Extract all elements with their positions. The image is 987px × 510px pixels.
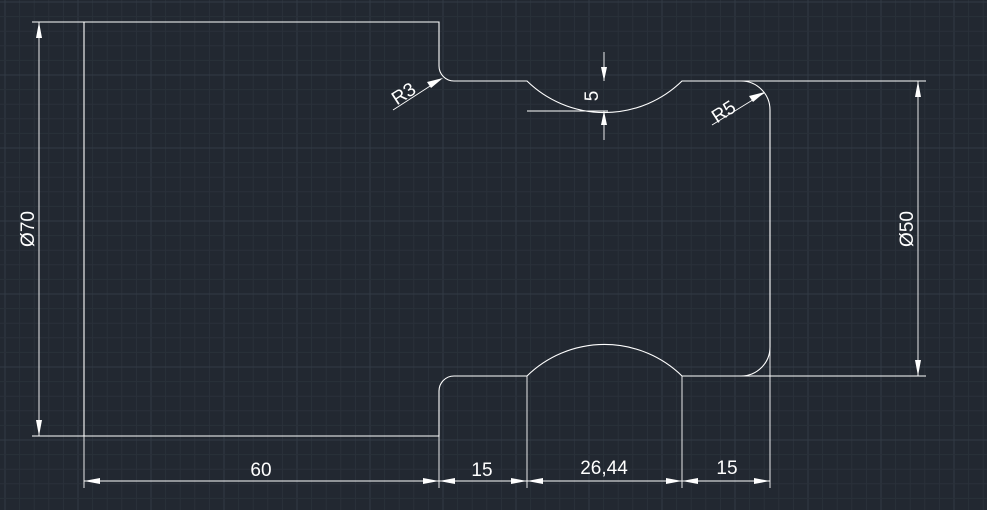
dimension-dia-50: Ø50 (741, 80, 926, 377)
arrowhead (439, 478, 455, 484)
dimension-depth-5: 5 (527, 52, 608, 140)
horizontal-extension-lines (83, 347, 771, 488)
arrowhead (36, 22, 42, 38)
arrowhead (84, 478, 100, 484)
arrowhead (682, 478, 698, 484)
dimension-text: Ø70 (18, 211, 39, 247)
arrowhead (427, 78, 443, 88)
dimension-length-15-right: 15 (682, 458, 770, 484)
dimension-length-60: 60 (84, 460, 439, 484)
arrowhead (527, 478, 543, 484)
dimension-length-15-left: 15 (439, 460, 527, 484)
dimension-dia-70: Ø70 (18, 21, 84, 437)
arrowhead (749, 92, 765, 102)
arrowhead (915, 360, 921, 376)
arrowhead (601, 111, 607, 125)
arrowhead (915, 81, 921, 97)
dimension-text: 26,44 (580, 458, 628, 479)
arrowhead (666, 478, 682, 484)
dimension-text: 60 (250, 460, 271, 481)
dimension-text: 15 (471, 460, 492, 481)
dimension-text: 15 (716, 458, 737, 479)
dimension-length-26-44: 26,44 (527, 458, 682, 484)
arrowhead (601, 67, 607, 81)
arrowhead (36, 420, 42, 436)
dimension-text: 5 (582, 91, 603, 102)
arrowhead (511, 478, 527, 484)
dimension-text: Ø50 (897, 211, 918, 247)
arrowhead (423, 478, 439, 484)
arrowhead (754, 478, 770, 484)
